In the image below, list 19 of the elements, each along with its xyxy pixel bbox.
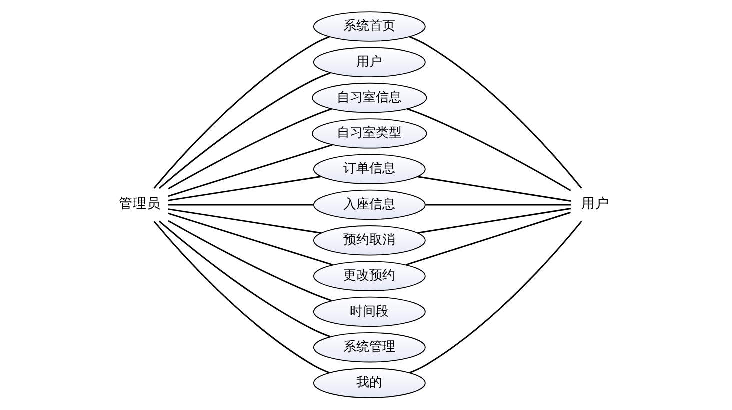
connector	[426, 204, 571, 206]
connector	[418, 208, 572, 234]
node-ellipse: 订单信息	[313, 154, 426, 184]
node-ellipse: 我的	[313, 368, 426, 398]
node-ellipse: 系统管理	[313, 332, 426, 363]
node-text: 用户	[582, 196, 610, 212]
node-ellipse: 自习室信息	[312, 82, 428, 114]
connector	[168, 208, 322, 234]
node-ellipse: 用户	[313, 47, 426, 78]
connector	[418, 176, 572, 202]
node-text: 管理员	[118, 196, 161, 212]
connector	[168, 204, 314, 206]
node-ellipse: 自习室类型	[312, 118, 428, 149]
connector	[168, 176, 322, 202]
node-ellipse: 更改预约	[313, 261, 426, 292]
node-ellipse: 系统首页	[313, 12, 426, 42]
node-ellipse: 时间段	[313, 296, 426, 328]
node-ellipse: 预约取消	[313, 226, 426, 256]
node-ellipse: 入座信息	[313, 190, 426, 220]
